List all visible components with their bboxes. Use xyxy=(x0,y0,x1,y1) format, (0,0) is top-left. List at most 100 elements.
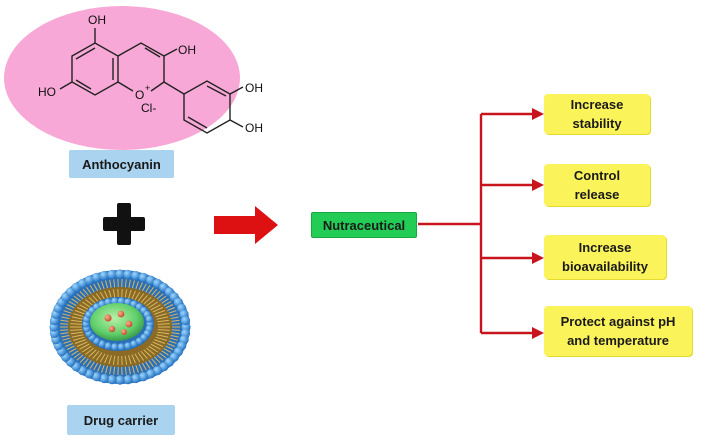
lipid-tail xyxy=(95,352,103,361)
outcome-line-2: stability xyxy=(572,116,622,131)
oh-group-ring-b-lower: OH xyxy=(245,121,263,135)
lipid-tail xyxy=(101,363,105,373)
lipid-tail xyxy=(113,365,116,375)
oh-group-ring-c: OH xyxy=(178,43,196,57)
lipid-tail xyxy=(157,295,167,303)
outer-lipid-head xyxy=(107,269,117,279)
lipid-tail xyxy=(147,359,155,368)
lipid-tail xyxy=(134,353,141,363)
lipid-tail xyxy=(71,316,84,320)
outer-lipid-head xyxy=(77,278,88,288)
inner-lipid-head xyxy=(135,337,143,345)
lipid-tail xyxy=(105,364,109,374)
lipid-tail xyxy=(145,347,155,355)
outer-lipid-head xyxy=(123,269,133,279)
lipid-tail xyxy=(155,353,164,361)
lipid-tail xyxy=(71,349,80,356)
arrowhead-stability xyxy=(532,108,544,120)
outer-lipid-head xyxy=(138,372,148,382)
ring-oxygen: O xyxy=(135,88,144,102)
branch-connectors xyxy=(418,112,534,335)
lipid-tail xyxy=(76,293,85,301)
lipid-tail xyxy=(73,351,83,359)
inner-lipid-head xyxy=(111,297,119,305)
inner-lipid-head xyxy=(124,342,132,350)
lipid-tail xyxy=(156,316,169,320)
outer-lipid-head xyxy=(146,275,156,285)
outer-lipid-head xyxy=(152,366,163,376)
arrowhead-bioavailability xyxy=(532,252,544,264)
lipid-tail xyxy=(73,313,85,318)
lipid-tail xyxy=(85,347,95,355)
outer-lipid-head xyxy=(84,369,94,379)
lipid-tail xyxy=(135,281,139,291)
lipid-tail xyxy=(157,329,170,331)
outer-lipid-head xyxy=(107,375,117,385)
lipid-tail xyxy=(104,354,109,364)
lipid-tail xyxy=(153,355,161,364)
lipid-tail xyxy=(85,299,95,307)
lipid-tail xyxy=(108,289,112,299)
lipid-tail xyxy=(117,355,119,366)
lipid-tail xyxy=(71,298,80,305)
inner-lipid-head xyxy=(145,315,153,323)
inner-lipid-head xyxy=(117,343,125,351)
lipid-tail xyxy=(131,280,135,290)
lipid-tail xyxy=(145,299,155,307)
lipid-tail xyxy=(95,293,103,302)
lipid-tail xyxy=(131,364,135,374)
lipid-tail xyxy=(154,339,166,344)
lipid-tail xyxy=(157,319,170,323)
lipid-tail xyxy=(138,282,143,292)
lipid-tail xyxy=(135,363,139,373)
lipid-tail xyxy=(157,351,167,359)
lipid-tail xyxy=(74,310,86,315)
lipid-tail xyxy=(88,296,97,305)
lipid-tail xyxy=(160,298,169,305)
lipid-tail xyxy=(82,288,90,297)
lipid-tail xyxy=(109,365,112,375)
inner-lipid-head xyxy=(130,300,138,308)
lipid-tail xyxy=(124,289,128,299)
nutraceutical-box: Nutraceutical xyxy=(311,212,417,238)
lipid-tail xyxy=(124,279,127,289)
lipid-tail xyxy=(99,353,106,363)
outcome-line-1: Protect against pH xyxy=(560,314,676,329)
lipid-tail xyxy=(79,304,90,311)
process-arrow-icon xyxy=(214,206,278,244)
chloride-counterion: Cl- xyxy=(141,101,156,115)
lipid-tail xyxy=(97,362,102,372)
lipid-tail xyxy=(70,329,83,331)
outer-lipid-head xyxy=(123,375,133,385)
lipid-tail xyxy=(109,279,112,289)
outer-lipid-head xyxy=(138,272,148,282)
lipid-tail xyxy=(71,334,84,338)
lipid-tail xyxy=(150,304,161,311)
lipid-tail xyxy=(79,290,87,299)
lipid-tail xyxy=(155,293,164,301)
lipid-tail xyxy=(152,341,164,347)
outer-lipid-head xyxy=(92,372,102,382)
lipid-tail xyxy=(124,365,127,375)
lipid-tail xyxy=(99,291,106,301)
lipid-tail xyxy=(112,355,116,365)
lipid-tail xyxy=(128,355,132,365)
lipid-tail xyxy=(157,323,170,325)
lipid-tail xyxy=(155,313,167,318)
lipid-tail xyxy=(113,279,116,289)
lipid-tail xyxy=(152,307,164,313)
outer-lipid-head xyxy=(115,269,125,279)
arrowhead-release xyxy=(532,179,544,191)
lipid-tail xyxy=(88,349,97,358)
lipid-tail xyxy=(131,290,136,300)
inner-lipid-head xyxy=(98,340,106,348)
outer-lipid-head xyxy=(92,272,102,282)
lipid-tail xyxy=(93,361,99,371)
arrowhead-protect xyxy=(532,327,544,339)
lipid-tail xyxy=(112,289,116,299)
lipid-tail xyxy=(128,365,131,375)
lipid-tail xyxy=(93,283,99,293)
lipid-tail xyxy=(121,288,123,299)
lipid-tail xyxy=(157,331,170,335)
outcome-increase-bioavailability: Increase bioavailability xyxy=(544,235,666,279)
